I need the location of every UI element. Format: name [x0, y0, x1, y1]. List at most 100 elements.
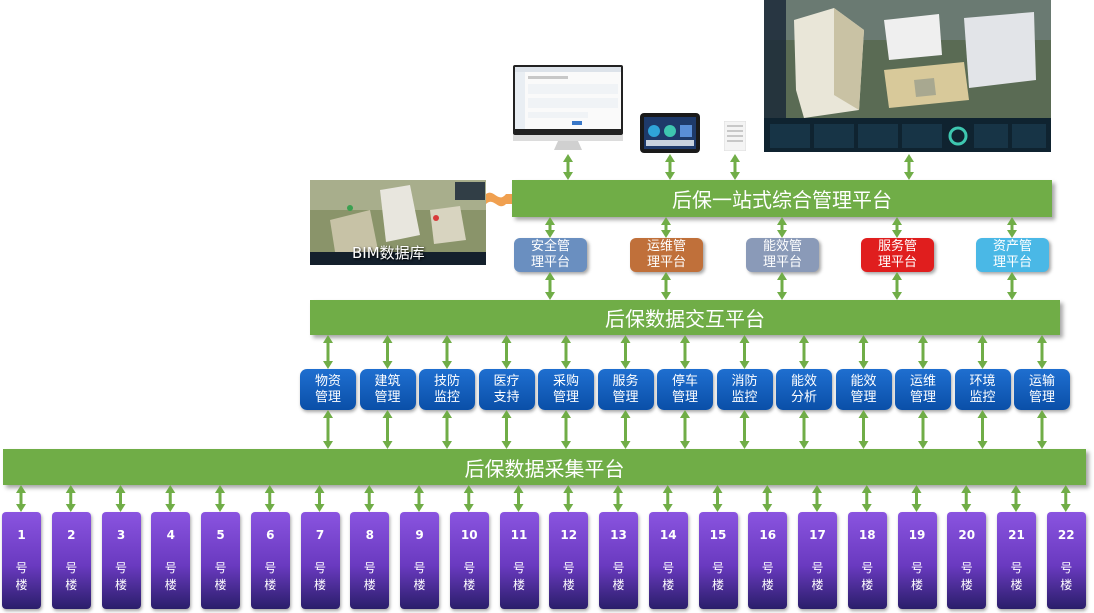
connector-arrow: [620, 410, 631, 449]
connector-arrow: [563, 485, 574, 512]
connector-arrow: [918, 410, 928, 449]
connector-arrow: [561, 335, 571, 369]
connector-arrow: [115, 485, 126, 512]
module-box: 停车 管理: [657, 369, 713, 410]
connector-arrow: [799, 335, 809, 369]
connector-arrow: [613, 485, 623, 512]
connector-arrow: [1011, 485, 1021, 512]
connector-arrow: [442, 410, 452, 449]
module-box: 环境 监控: [954, 369, 1011, 410]
building-box: 13 号 楼: [599, 512, 638, 609]
building-number: 4: [166, 528, 175, 542]
building-number: 8: [365, 528, 374, 542]
building-suffix: 号 楼: [164, 561, 177, 592]
building-number: 3: [116, 528, 126, 542]
building-suffix: 号 楼: [264, 561, 277, 592]
building-suffix: 号 楼: [15, 561, 28, 592]
campus-3d-screenshot: [764, 0, 1051, 152]
building-box: 3 号 楼: [101, 512, 141, 609]
connector-arrow: [858, 410, 869, 449]
connector-arrow: [799, 410, 809, 449]
building-number: 6: [266, 528, 275, 542]
sub-platform-chip: 运维管 理平台: [630, 238, 703, 272]
connector-arrow: [545, 217, 555, 238]
building-suffix: 号 楼: [1060, 561, 1073, 592]
connector-arrow: [812, 485, 822, 512]
connector-arrow: [501, 410, 512, 449]
connector-arrow: [680, 410, 690, 449]
connector-arrow: [977, 335, 988, 369]
connector-arrow: [165, 485, 176, 512]
building-number: 2: [67, 528, 76, 542]
module-box: 医疗 支持: [478, 369, 535, 410]
building-suffix: 号 楼: [910, 561, 923, 592]
building-suffix: 号 楼: [214, 561, 227, 592]
building-number: 11: [510, 528, 528, 542]
connector-arrow: [1007, 272, 1017, 300]
connector-arrow: [961, 485, 972, 512]
building-suffix: 号 楼: [65, 561, 78, 592]
connector-arrow: [501, 335, 512, 369]
building-number: 7: [315, 528, 325, 542]
module-box: 能效 分析: [776, 369, 832, 410]
interaction-platform-bar: 后保数据交互平台: [310, 300, 1060, 335]
building-suffix: 号 楼: [114, 561, 127, 592]
module-box: 运维 管理: [895, 369, 951, 410]
connector-arrow: [323, 335, 333, 369]
building-suffix: 号 楼: [413, 561, 426, 592]
building-number: 1: [17, 528, 26, 542]
building-number: 17: [809, 528, 826, 542]
building-suffix: 号 楼: [313, 561, 326, 592]
sub-platform-chip: 能效管 理平台: [746, 238, 819, 272]
connector-arrow: [323, 410, 333, 449]
bim-database-label: BIM数据库: [352, 244, 425, 262]
sub-platform-chip: 服务管 理平台: [861, 238, 934, 272]
module-box: 能效 管理: [835, 369, 892, 410]
module-box: 建筑 管理: [359, 369, 416, 410]
building-number: 10: [460, 528, 478, 542]
connector-arrow: [739, 410, 750, 449]
building-number: 19: [908, 528, 926, 542]
connector-arrow: [463, 485, 474, 512]
connector-arrow: [382, 410, 393, 449]
sub-platform-chip: 安全管 理平台: [514, 238, 587, 272]
building-number: 5: [216, 528, 225, 542]
connector-arrow: [777, 272, 787, 300]
top-platform-bar: 后保一站式综合管理平台: [512, 180, 1052, 217]
connector-arrow: [918, 335, 928, 369]
building-box: 6 号 楼: [250, 512, 290, 609]
building-box: 1 号 楼: [2, 512, 41, 609]
building-suffix: 号 楼: [512, 561, 525, 592]
connector-arrow: [680, 335, 690, 369]
building-number: 20: [958, 528, 976, 542]
building-number: 21: [1008, 528, 1025, 542]
sub-platform-chip: 资产管 理平台: [976, 238, 1049, 272]
connector-arrow: [712, 485, 723, 512]
building-number: 15: [709, 528, 727, 542]
connector-arrow: [730, 154, 740, 180]
building-suffix: 号 楼: [811, 561, 824, 592]
building-number: 13: [610, 528, 627, 542]
connector-arrow: [665, 154, 675, 180]
building-suffix: 号 楼: [612, 561, 625, 592]
connector-arrow: [661, 217, 671, 238]
connector-arrow: [861, 485, 872, 512]
building-suffix: 号 楼: [662, 561, 675, 592]
connector-arrow: [739, 335, 750, 369]
connector-arrow: [65, 485, 76, 512]
module-box: 服务 管理: [597, 369, 654, 410]
connector-arrow: [977, 410, 988, 449]
building-box: 2 号 楼: [51, 512, 91, 609]
connector-arrow: [911, 485, 922, 512]
connector-arrow: [382, 335, 393, 369]
building-number: 16: [759, 528, 777, 542]
